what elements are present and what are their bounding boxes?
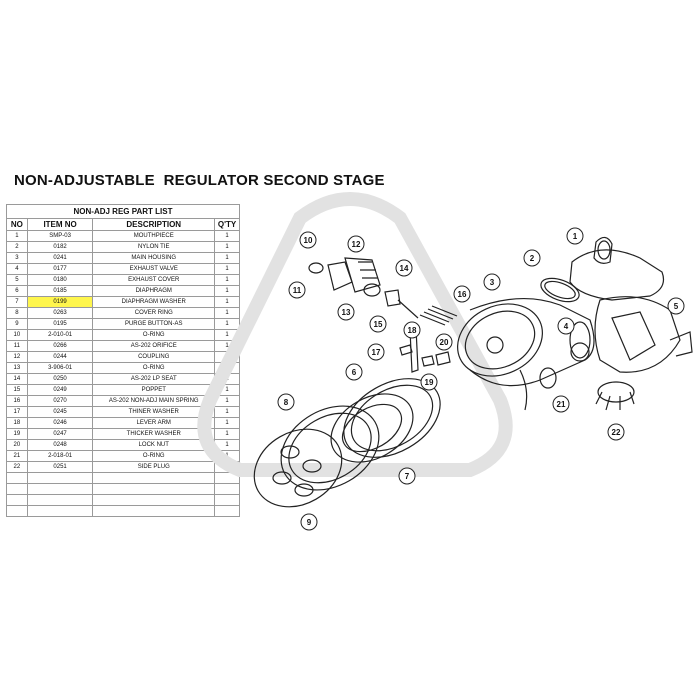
callout-circle: [566, 227, 584, 245]
parts-table: NON-ADJ REG PART LIST NO ITEM NO DESCRIP…: [6, 204, 240, 517]
callout-circle: [403, 321, 421, 339]
parts-table-caption: NON-ADJ REG PART LIST: [6, 204, 240, 218]
callout-circle: [557, 317, 575, 335]
lp-seat-14: [384, 289, 401, 307]
callout-label: 14: [400, 264, 409, 273]
o-ring-10: [308, 262, 324, 274]
callout-circle: [483, 273, 501, 291]
callout-circle: [453, 285, 471, 303]
callout-circle: [337, 303, 355, 321]
main-housing-part: [457, 298, 595, 411]
callout-label: 16: [458, 290, 467, 299]
callout-label: 21: [557, 400, 566, 409]
callout-circle: [607, 423, 625, 441]
thick-washer-19: [421, 355, 435, 367]
callout-label: 20: [440, 338, 449, 347]
o-ring-21: [539, 367, 557, 389]
callout-label: 11: [293, 286, 302, 295]
callout-label: 2: [530, 254, 535, 263]
callout-label: 5: [674, 302, 679, 311]
callout-circle: [288, 281, 306, 299]
callout-label: 9: [307, 518, 312, 527]
watermark-triangle: [197, 192, 513, 477]
callout-circle: [299, 231, 317, 249]
poppet-15: [397, 299, 419, 319]
diaphragm-washer-part: [330, 393, 414, 463]
exhaust-valve-part: [570, 342, 590, 362]
mouthpiece-part: [569, 236, 665, 301]
callout-label: 3: [490, 278, 495, 287]
callout-circle: [552, 395, 570, 413]
coupling-12: [344, 257, 381, 293]
callout-circle: [367, 343, 385, 361]
callout-label: 12: [352, 240, 361, 249]
callout-label: 19: [425, 378, 434, 387]
callout-label: 6: [352, 368, 357, 377]
callout-circle: [277, 393, 295, 411]
callout-circle: [523, 249, 541, 267]
page-title: NON-ADJUSTABLE REGULATOR SECOND STAGE: [14, 172, 385, 189]
o-ring-13: [363, 283, 381, 297]
diaphragm-part: [343, 378, 441, 458]
empty-table-row: [6, 505, 240, 517]
callout-label: 8: [284, 398, 289, 407]
thin-washer-17: [399, 344, 413, 356]
table-header-row: NO ITEM NO DESCRIPTION Q'TY: [6, 218, 240, 231]
callout-label: 10: [304, 236, 313, 245]
empty-table-row: [6, 483, 240, 495]
callout-label: 4: [564, 322, 569, 331]
callout-circle: [667, 297, 685, 315]
callout-circle: [345, 363, 363, 381]
callout-circle: [300, 513, 318, 531]
orifice-11: [327, 261, 353, 291]
callout-label: 18: [408, 326, 417, 335]
nylon-tie-part: [540, 277, 580, 303]
callout-label: 7: [405, 472, 410, 481]
exhaust-cover-part: [594, 296, 693, 373]
inlet-assembly: [308, 257, 458, 326]
callout-circle: [347, 235, 365, 253]
callout-label: 17: [372, 348, 381, 357]
callout-label: 13: [342, 308, 351, 317]
side-plug-part: [595, 381, 635, 411]
callout-circle: [369, 315, 387, 333]
callout-label: 22: [612, 428, 621, 437]
callout-circle: [398, 467, 416, 485]
callout-label: 1: [573, 232, 578, 241]
callout-circle: [420, 373, 438, 391]
callout-label: 15: [374, 320, 383, 329]
empty-cell: [214, 505, 240, 517]
main-spring-16: [419, 305, 458, 326]
callout-circle: [395, 259, 413, 277]
cover-ring-part: [280, 405, 380, 491]
lock-nut-20: [435, 351, 451, 366]
callout-circle: [435, 333, 453, 351]
purge-button-part: [253, 428, 343, 508]
